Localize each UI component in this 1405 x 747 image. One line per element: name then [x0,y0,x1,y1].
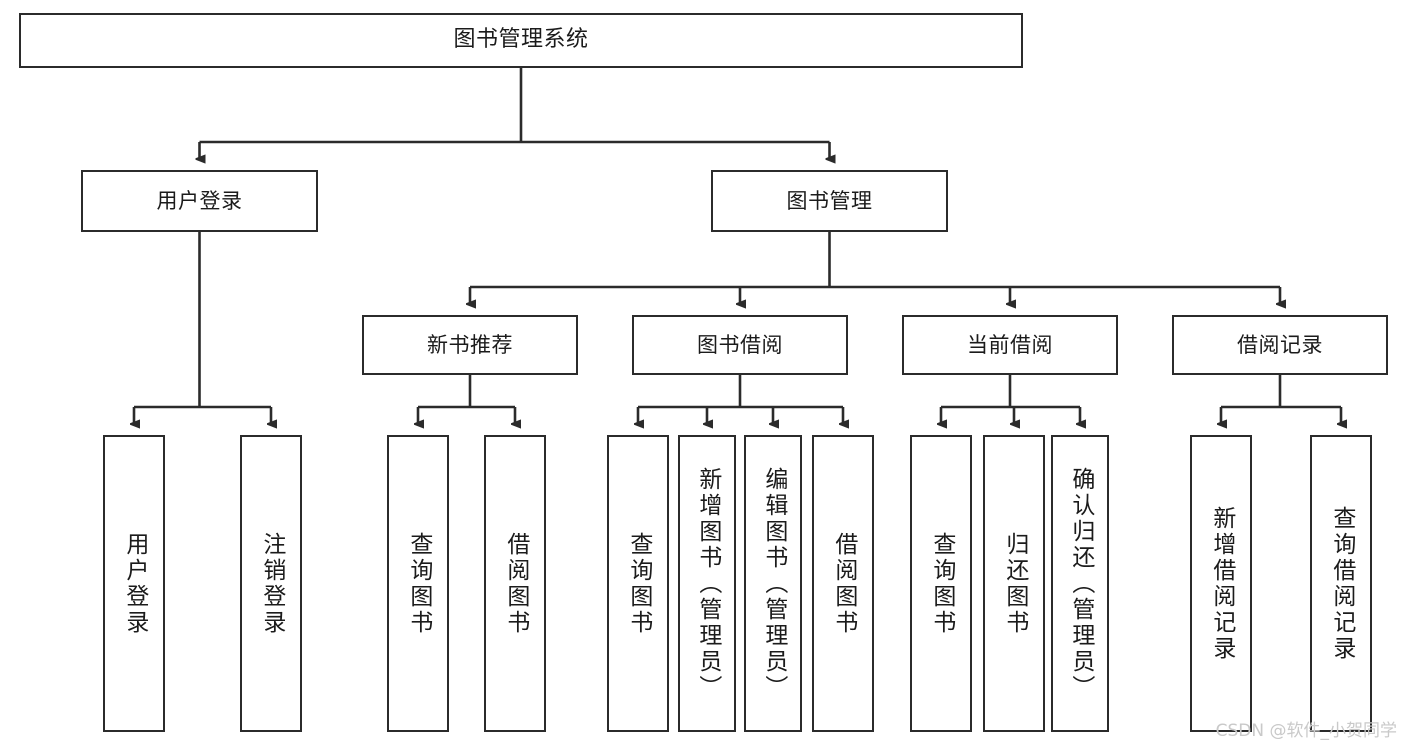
node-label-leaf-query-record: 查询借阅记录 [1328,505,1355,662]
node-label-leaf-query-book-cur: 查询图书 [928,531,955,636]
node-book-manage[interactable]: 图书管理 [711,170,948,232]
node-label-leaf-query-book-rec: 查询图书 [405,531,432,636]
node-leaf-query-record[interactable]: 查询借阅记录 [1310,435,1372,732]
node-label-leaf-borrow-book-rec: 借阅图书 [502,531,529,636]
node-label-leaf-add-record: 新增借阅记录 [1208,505,1235,662]
node-label-leaf-add-book: 新增图书（管理员） [694,466,721,701]
node-label-book-borrow: 图书借阅 [697,332,783,357]
node-root[interactable]: 图书管理系统 [19,13,1023,68]
node-leaf-query-book-rec[interactable]: 查询图书 [387,435,449,732]
node-label-current-borrow: 当前借阅 [967,332,1053,357]
node-user-login[interactable]: 用户登录 [81,170,318,232]
node-leaf-user-logout[interactable]: 注销登录 [240,435,302,732]
node-leaf-borrow-book-rec[interactable]: 借阅图书 [484,435,546,732]
node-book-borrow[interactable]: 图书借阅 [632,315,848,375]
node-label-leaf-edit-book: 编辑图书（管理员） [760,466,787,701]
node-label-borrow-record: 借阅记录 [1237,332,1323,357]
node-label-leaf-user-login: 用户登录 [121,531,148,636]
csdn-watermark: CSDN @软件_小贺同学 [1215,721,1397,741]
node-borrow-record[interactable]: 借阅记录 [1172,315,1388,375]
node-leaf-query-book-borrow[interactable]: 查询图书 [607,435,669,732]
node-label-leaf-return-book: 归还图书 [1001,531,1028,636]
node-leaf-return-book[interactable]: 归还图书 [983,435,1045,732]
node-leaf-borrow-book[interactable]: 借阅图书 [812,435,874,732]
node-label-root: 图书管理系统 [453,27,589,53]
node-leaf-add-book[interactable]: 新增图书（管理员） [678,435,736,732]
node-label-leaf-borrow-book: 借阅图书 [830,531,857,636]
node-label-leaf-user-logout: 注销登录 [258,531,285,636]
node-leaf-edit-book[interactable]: 编辑图书（管理员） [744,435,802,732]
node-leaf-user-login[interactable]: 用户登录 [103,435,165,732]
node-current-borrow[interactable]: 当前借阅 [902,315,1118,375]
node-label-leaf-confirm-return: 确认归还（管理员） [1067,466,1094,701]
node-leaf-add-record[interactable]: 新增借阅记录 [1190,435,1252,732]
node-new-book-rec[interactable]: 新书推荐 [362,315,578,375]
node-label-user-login: 用户登录 [156,188,243,213]
node-label-leaf-query-book-borrow: 查询图书 [625,531,652,636]
node-label-book-manage: 图书管理 [786,188,873,213]
node-leaf-query-book-cur[interactable]: 查询图书 [910,435,972,732]
node-label-new-book-rec: 新书推荐 [427,332,513,357]
node-leaf-confirm-return[interactable]: 确认归还（管理员） [1051,435,1109,732]
